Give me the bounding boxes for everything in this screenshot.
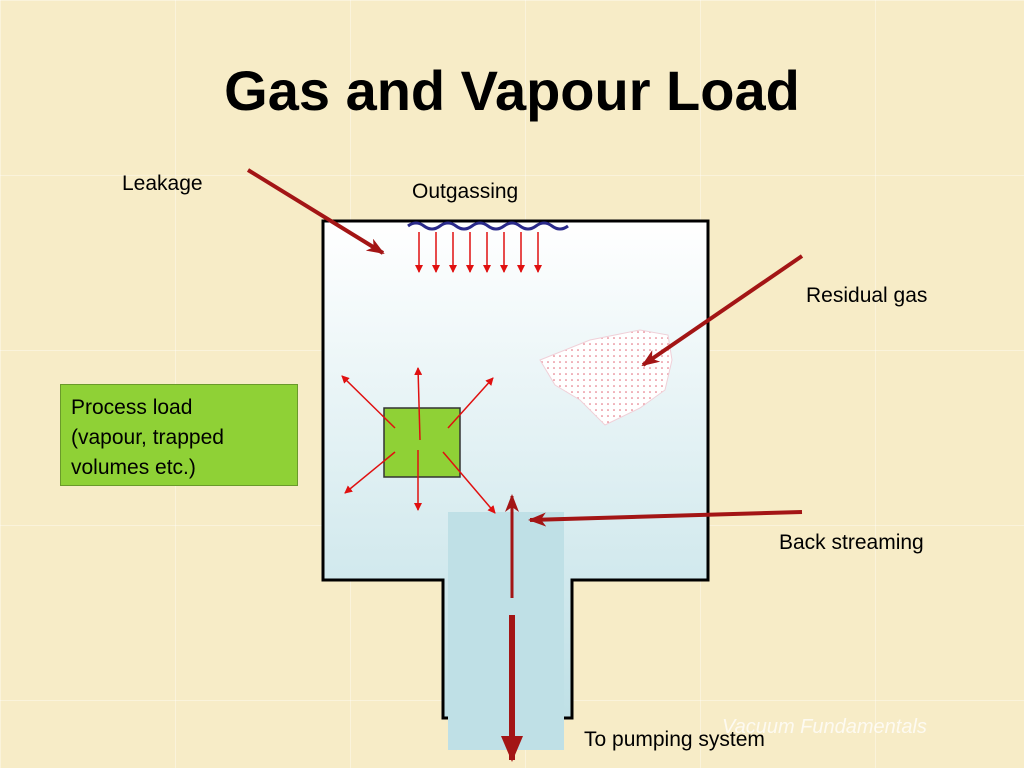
back-streaming-arrow (528, 510, 803, 527)
process-load-arrows (341, 367, 496, 514)
outgassing-arrows (415, 232, 542, 273)
watermark: Vacuum Fundamentals (722, 716, 927, 738)
back-streaming-label: Back streaming (779, 531, 924, 554)
leakage-label: Leakage (122, 172, 203, 195)
pumping-system-label: To pumping system (584, 728, 765, 751)
outgassing-surface (407, 221, 569, 231)
process-load-square (383, 407, 461, 478)
pumping-duct (448, 512, 564, 750)
outgassing-label: Outgassing (412, 180, 519, 203)
process-load-line-1: Process load (71, 396, 193, 419)
residual-gas-label: Residual gas (806, 284, 928, 307)
leakage-arrow (246, 168, 385, 255)
process-load-line-2: (vapour, trapped (71, 426, 224, 449)
process-load-box: Process load (vapour, trapped volumes et… (60, 384, 298, 486)
process-load-line-3: volumes etc.) (71, 456, 196, 479)
residual-gas-cloud (539, 329, 673, 426)
residual-gas-arrow (641, 254, 804, 367)
slide-title: Gas and Vapour Load (224, 59, 800, 122)
